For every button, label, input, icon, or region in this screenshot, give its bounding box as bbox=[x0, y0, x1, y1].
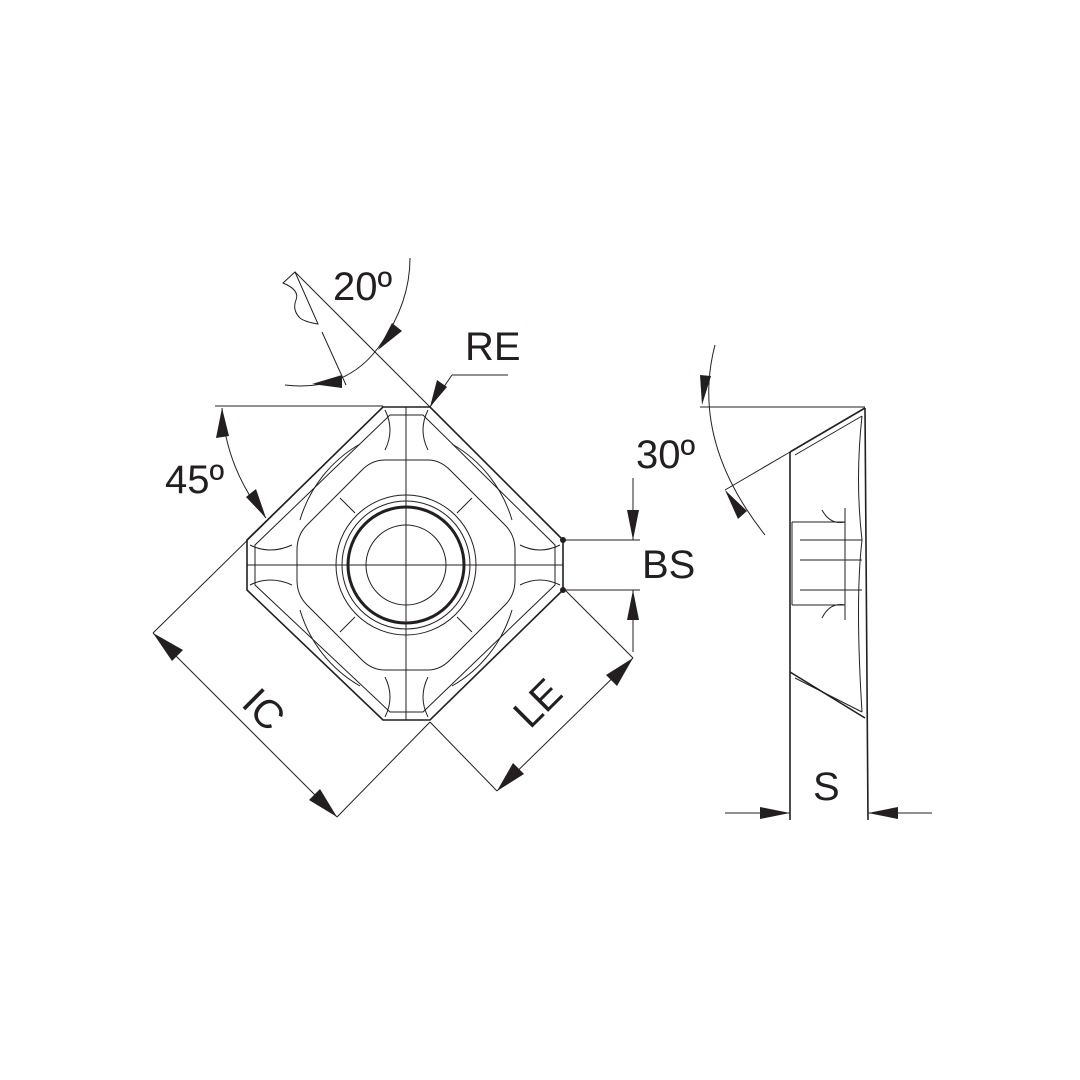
re-label: RE bbox=[465, 325, 521, 369]
hole-outer-circle bbox=[335, 494, 477, 636]
ic-label: IC bbox=[234, 680, 293, 739]
insert-top-view bbox=[246, 406, 566, 721]
bs-label: BS bbox=[642, 543, 695, 587]
insert-side-view bbox=[700, 344, 932, 821]
angle-30-label: 30º bbox=[636, 433, 695, 477]
le-label: LE bbox=[505, 671, 571, 737]
s-label: S bbox=[813, 765, 840, 809]
angle-45-label: 45º bbox=[165, 458, 224, 502]
dimension-lines bbox=[152, 257, 640, 818]
angle-20-label: 20º bbox=[333, 265, 392, 309]
